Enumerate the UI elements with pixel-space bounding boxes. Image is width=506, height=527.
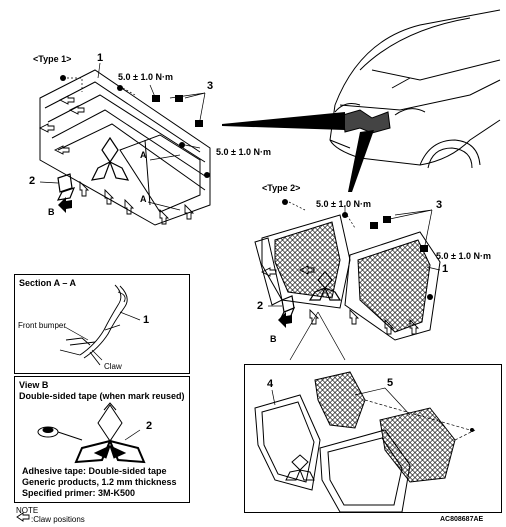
section-aa-claw: Claw xyxy=(104,362,122,371)
type1-pointer xyxy=(222,112,345,130)
view-b-callout: 2 xyxy=(146,420,153,432)
type2-mesh-left xyxy=(274,221,341,299)
section-aa-title: Section A – A xyxy=(19,278,77,288)
type2-pointer xyxy=(348,130,374,192)
exploded-callout-mesh: 5 xyxy=(387,377,394,389)
type1-emblem xyxy=(56,136,130,201)
view-b-note-line2: Generic products, 1.2 mm thickness xyxy=(22,477,177,487)
view-b-title: View B xyxy=(19,380,49,390)
figure-code: AC808687AE xyxy=(440,516,484,523)
exploded-callout-frame: 4 xyxy=(267,378,274,390)
type1-view-b-arrow xyxy=(58,197,72,213)
type1-leader-lines xyxy=(39,62,206,211)
view-b-note-line3: Specified primer: 3M-K500 xyxy=(22,488,136,498)
view-b-subtitle: Double-sided tape (when mark reused) xyxy=(19,391,185,401)
type2-mesh-right xyxy=(357,239,431,333)
type2-callout-emblem: 2 xyxy=(257,300,264,312)
exploded-leader xyxy=(289,311,346,361)
view-b-note-line1: Adhesive tape: Double-sided tape xyxy=(22,466,167,476)
type1-callout-grille: 1 xyxy=(97,52,104,64)
section-aa-callout: 1 xyxy=(143,314,150,326)
view-b-box xyxy=(14,376,190,503)
type2-torque-top: 5.0 ± 1.0 N·m xyxy=(316,199,371,209)
exploded-view-box xyxy=(244,364,502,513)
section-aa-front-bumper: Front bumper xyxy=(18,321,67,330)
type2-leader-lines xyxy=(268,201,441,307)
type2-view-b-arrow xyxy=(278,312,292,328)
exploded-leaders xyxy=(271,387,476,441)
note-claw-positions: :Claw positions xyxy=(31,515,85,524)
exploded-mesh-5 xyxy=(314,371,456,483)
type1-callout-clip: 3 xyxy=(207,80,214,92)
view-b-emblem xyxy=(74,402,146,464)
type1-fasteners xyxy=(60,75,210,178)
type2-view-b-label: B xyxy=(270,334,277,344)
section-aa-leaders xyxy=(64,311,141,361)
type2-heading: <Type 2> xyxy=(262,183,301,193)
type1-torque-top: 5.0 ± 1.0 N·m xyxy=(118,72,173,82)
type1-heading: <Type 1> xyxy=(33,54,72,64)
exploded-screw xyxy=(470,428,474,432)
note-title: NOTE xyxy=(16,506,39,515)
vehicle-grille-highlight xyxy=(342,109,391,134)
section-aa-drawing xyxy=(59,284,128,366)
tape-roll xyxy=(37,426,141,441)
type2-callout-grille: 1 xyxy=(442,263,449,275)
type1-claw-arrows xyxy=(38,95,195,225)
exploded-emblem xyxy=(285,454,315,481)
type2-callout-clip: 3 xyxy=(436,199,443,211)
type1-torque-right: 5.0 ± 1.0 N·m xyxy=(216,147,271,157)
type1-grille xyxy=(39,69,211,226)
type1-section-mark-lower: A xyxy=(140,194,147,204)
type1-view-b-label: B xyxy=(48,207,55,217)
type1-section-mark-upper: A xyxy=(140,150,147,160)
vehicle-drawing xyxy=(329,9,501,169)
type2-claw-arrows xyxy=(260,265,420,335)
claw-position-icon xyxy=(16,512,30,522)
section-aa-box xyxy=(14,274,190,374)
type2-torque-right: 5.0 ± 1.0 N·m xyxy=(436,251,491,261)
type1-callout-emblem: 2 xyxy=(29,175,36,187)
